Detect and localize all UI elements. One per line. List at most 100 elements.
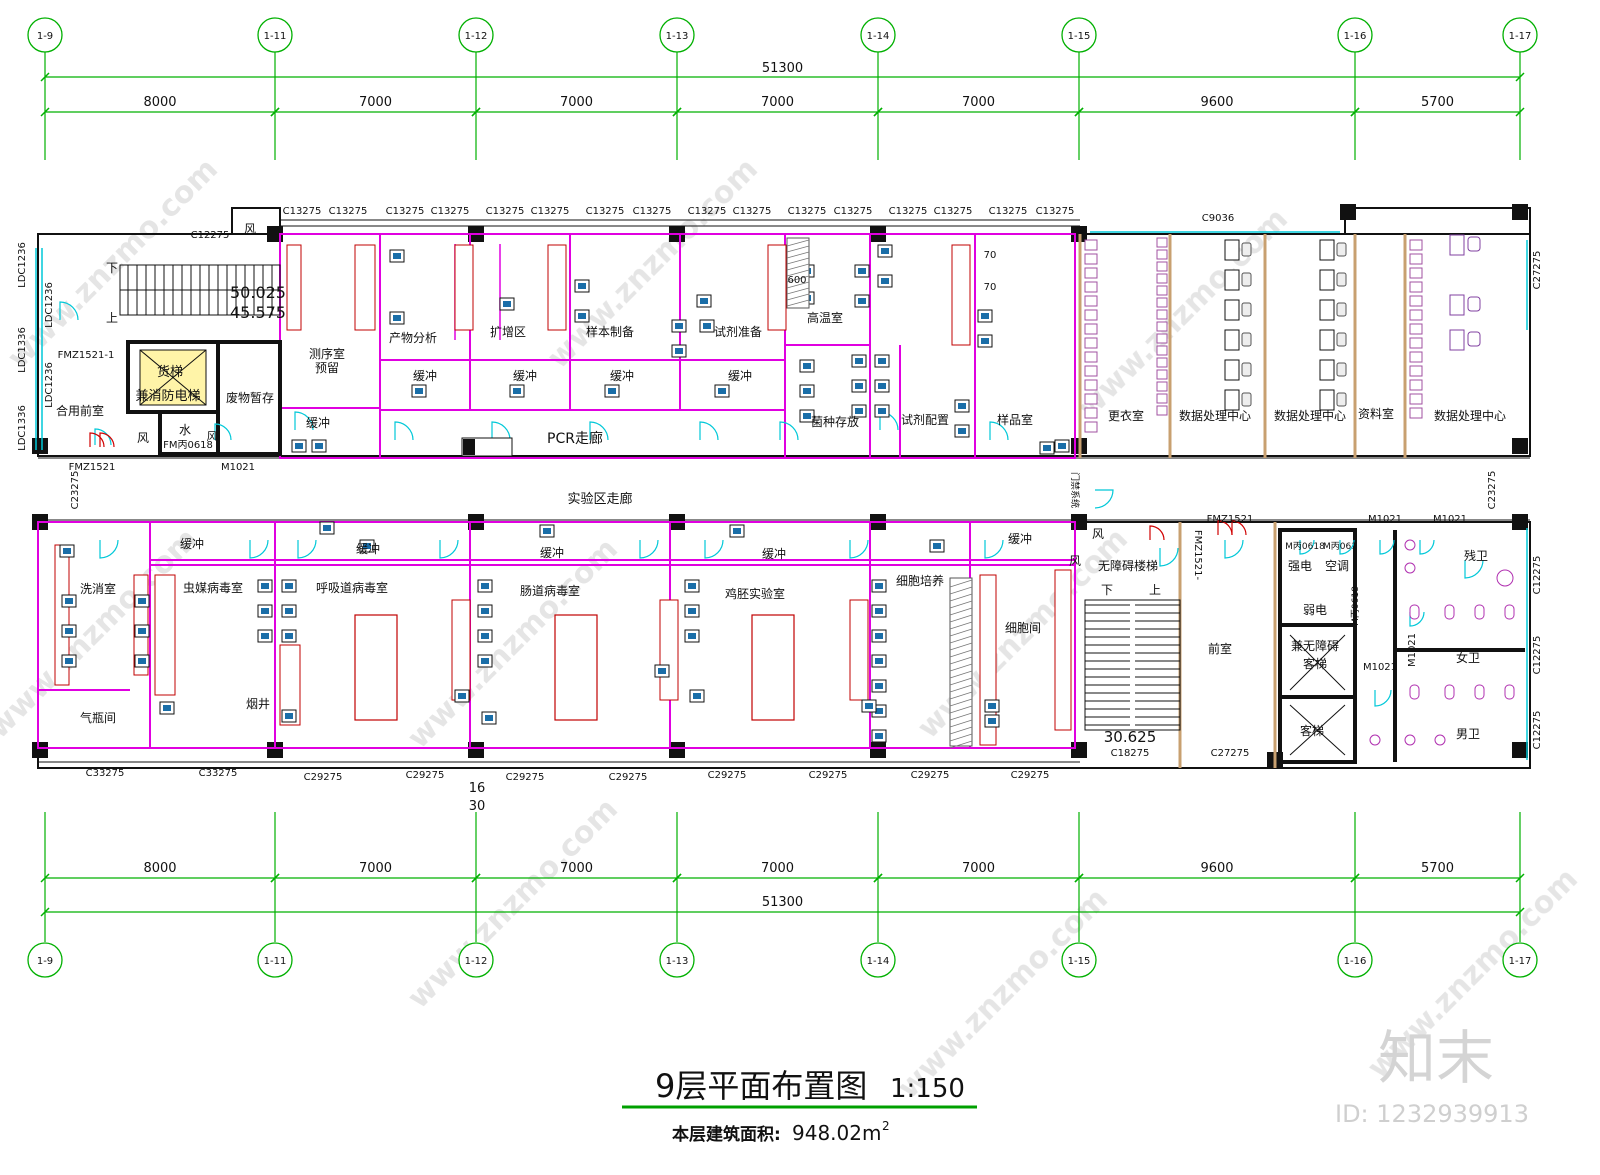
hatch-line	[949, 649, 973, 658]
label: 空调	[1325, 559, 1349, 573]
equipment-mark	[803, 413, 811, 419]
label: C29275	[708, 770, 747, 781]
hatch-line	[949, 628, 973, 637]
label: 强电	[1288, 559, 1312, 573]
door-swing	[214, 423, 232, 441]
locker	[1084, 253, 1098, 265]
dimension-span: 7000	[962, 95, 995, 110]
structural-columns	[32, 204, 1528, 768]
hatch-line	[949, 607, 973, 616]
elevator-cross-marks	[139, 349, 1346, 756]
hatch-line	[786, 281, 810, 289]
label: C13275	[934, 206, 973, 217]
toilet	[1444, 604, 1455, 620]
label: FMZ1521	[69, 462, 116, 473]
bench	[354, 614, 398, 721]
hatch-line	[786, 245, 810, 253]
door-swing	[984, 539, 1004, 559]
door-swing	[297, 539, 317, 559]
equipment-mark	[578, 313, 586, 319]
center-benches	[354, 614, 795, 721]
label: C33275	[86, 768, 125, 779]
equipment-mark	[608, 388, 616, 394]
label: FMZ1521	[1207, 514, 1254, 525]
axis-bubble	[1337, 942, 1373, 978]
equipment-mark	[875, 658, 883, 664]
sink	[1404, 562, 1416, 574]
equipment-mark	[65, 628, 73, 634]
dimension-tick	[40, 907, 50, 917]
label: C13275	[586, 206, 625, 217]
door-swing	[699, 421, 719, 441]
label: 缓冲	[513, 368, 537, 383]
dimension-span: 7000	[761, 861, 794, 876]
label: M丙061	[1323, 541, 1357, 552]
water-shaft	[158, 410, 220, 456]
locker	[1084, 379, 1098, 391]
label: 50.025	[230, 283, 286, 302]
axis-label: 1-17	[1509, 31, 1532, 42]
label: C33275	[199, 768, 238, 779]
axis-label: 1-14	[867, 956, 890, 967]
label: C13275	[283, 206, 322, 217]
title-block: 9层平面布置图 1:150 本层建筑面积: 948.02m 2	[622, 1067, 977, 1145]
label: C13275	[431, 206, 470, 217]
desk	[1224, 329, 1240, 351]
area-unit-sup: 2	[882, 1119, 890, 1133]
workstation-desk	[1449, 294, 1465, 316]
axis-label: 1-9	[37, 31, 53, 42]
equipment-mark	[481, 608, 489, 614]
equipment-mark	[855, 408, 863, 414]
label: 45.575	[230, 303, 286, 322]
brand-watermark: 知末 ID: 1232939913	[1335, 1024, 1529, 1128]
door-swing	[294, 411, 314, 431]
door-swing	[249, 539, 269, 559]
label: 细胞间	[1005, 621, 1041, 635]
watermark-text: www.znzmo.com	[891, 882, 1115, 1106]
label: 数据处理中心	[1179, 408, 1251, 423]
hatch-line	[949, 740, 973, 749]
label: 前室	[1208, 641, 1232, 656]
locker	[1084, 323, 1098, 335]
label: 风	[137, 431, 149, 445]
equipment-mark	[481, 633, 489, 639]
fire-door-swing	[99, 432, 115, 448]
locker	[1156, 273, 1168, 284]
equipment-mark	[295, 443, 303, 449]
door-swing	[59, 301, 79, 321]
label: C13275	[733, 206, 772, 217]
axis-bubble	[458, 17, 494, 53]
guest-elevator-shaft	[1278, 695, 1357, 764]
dimension-tick	[1515, 72, 1525, 82]
workstation-chair	[1467, 296, 1481, 312]
hatch-line	[949, 712, 973, 721]
door-swing	[394, 421, 414, 441]
locker	[1084, 407, 1098, 419]
dimension-tick	[471, 107, 481, 117]
chair	[1336, 302, 1347, 317]
dimension-tick	[1515, 907, 1525, 917]
axis-bubble	[659, 17, 695, 53]
service-walls	[126, 340, 1525, 764]
equipment-mark	[485, 715, 493, 721]
fire-door-swing	[89, 432, 105, 448]
archive-shelf	[1409, 393, 1423, 405]
dimension-tick	[40, 107, 50, 117]
equipment-mark	[578, 283, 586, 289]
label: 70	[984, 282, 997, 293]
lab-fixtures	[54, 237, 1072, 749]
door-swing	[1094, 489, 1114, 509]
label: C29275	[809, 770, 848, 781]
hatch-line	[949, 670, 973, 679]
label: C29275	[506, 772, 545, 783]
label: 废物暂存	[226, 390, 274, 405]
chair	[1241, 302, 1252, 317]
equipment-mark	[858, 268, 866, 274]
label: 样品室	[997, 412, 1033, 427]
doors	[59, 301, 1484, 707]
stair-treads	[120, 265, 1180, 726]
desk	[1319, 329, 1335, 351]
equipment-mark	[65, 658, 73, 664]
